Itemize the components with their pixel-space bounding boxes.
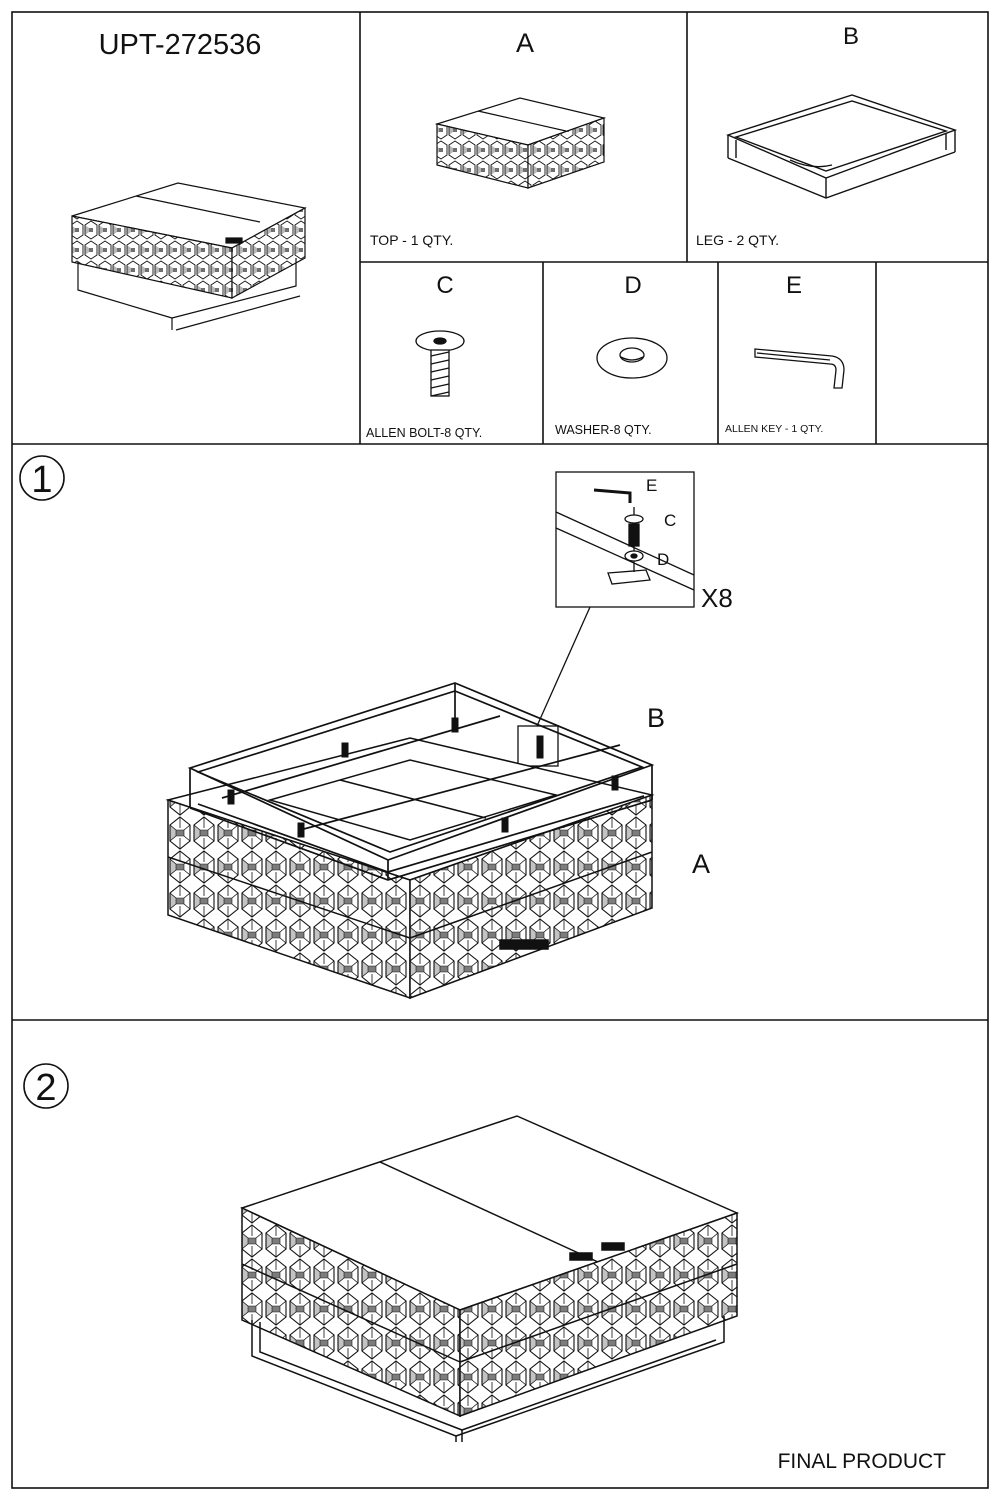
final-product-drawing — [239, 1115, 740, 1442]
step-1-leg-frame — [187, 682, 655, 881]
detail-label-bolt: C — [664, 511, 676, 530]
part-d-letter: D — [624, 272, 641, 299]
part-b-caption: LEG - 2 QTY. — [696, 232, 779, 248]
part-c-cell: C ALLEN BOLT-8 QTY. — [366, 272, 482, 440]
step-2-number: 2 — [35, 1067, 56, 1109]
part-a-cell: A TOP - 1 QTY. — [370, 28, 607, 248]
final-product-caption: FINAL PRODUCT — [778, 1450, 947, 1473]
step-2-section: 2 FINAL PRODUCT — [23, 1063, 947, 1473]
leader-line — [536, 606, 591, 727]
part-e-cell: E ALLEN KEY - 1 QTY. — [725, 272, 845, 435]
detail-inset: E C D — [555, 471, 695, 608]
frame-bolts — [227, 717, 619, 838]
step-1-badge: 1 — [19, 455, 65, 501]
tabletop-drawing — [434, 97, 607, 189]
model-number: UPT-272536 — [99, 29, 262, 61]
detail-label-key: E — [646, 476, 657, 495]
washer-icon — [596, 337, 668, 379]
part-d-caption: WASHER-8 QTY. — [555, 423, 652, 437]
part-d-cell: D WASHER-8 QTY. — [555, 272, 668, 437]
step-2-badge: 2 — [23, 1063, 69, 1109]
detail-multiplier: X8 — [701, 583, 733, 613]
step-1-tabletop — [165, 737, 655, 1000]
part-b-letter: B — [843, 23, 859, 50]
part-c-caption: ALLEN BOLT-8 QTY. — [366, 426, 482, 440]
allen-bolt-icon — [415, 330, 465, 397]
leg-frame-drawing — [726, 94, 958, 199]
step-1-section: 1 E C D X8 — [19, 455, 733, 1000]
detail-label-washer: D — [657, 550, 669, 569]
part-a-caption: TOP - 1 QTY. — [370, 232, 453, 248]
top-label: A — [692, 849, 710, 879]
part-e-letter: E — [786, 272, 802, 299]
part-b-cell: B LEG - 2 QTY. — [696, 23, 958, 248]
sheet-grid — [11, 11, 989, 1489]
allen-key-icon — [754, 348, 845, 389]
part-a-letter: A — [516, 28, 534, 58]
product-thumbnail — [71, 182, 307, 331]
part-e-caption: ALLEN KEY - 1 QTY. — [725, 423, 823, 435]
part-c-letter: C — [436, 272, 453, 299]
header-cell: UPT-272536 — [71, 29, 307, 331]
step-1-number: 1 — [31, 459, 52, 501]
frame-label: B — [647, 703, 665, 733]
